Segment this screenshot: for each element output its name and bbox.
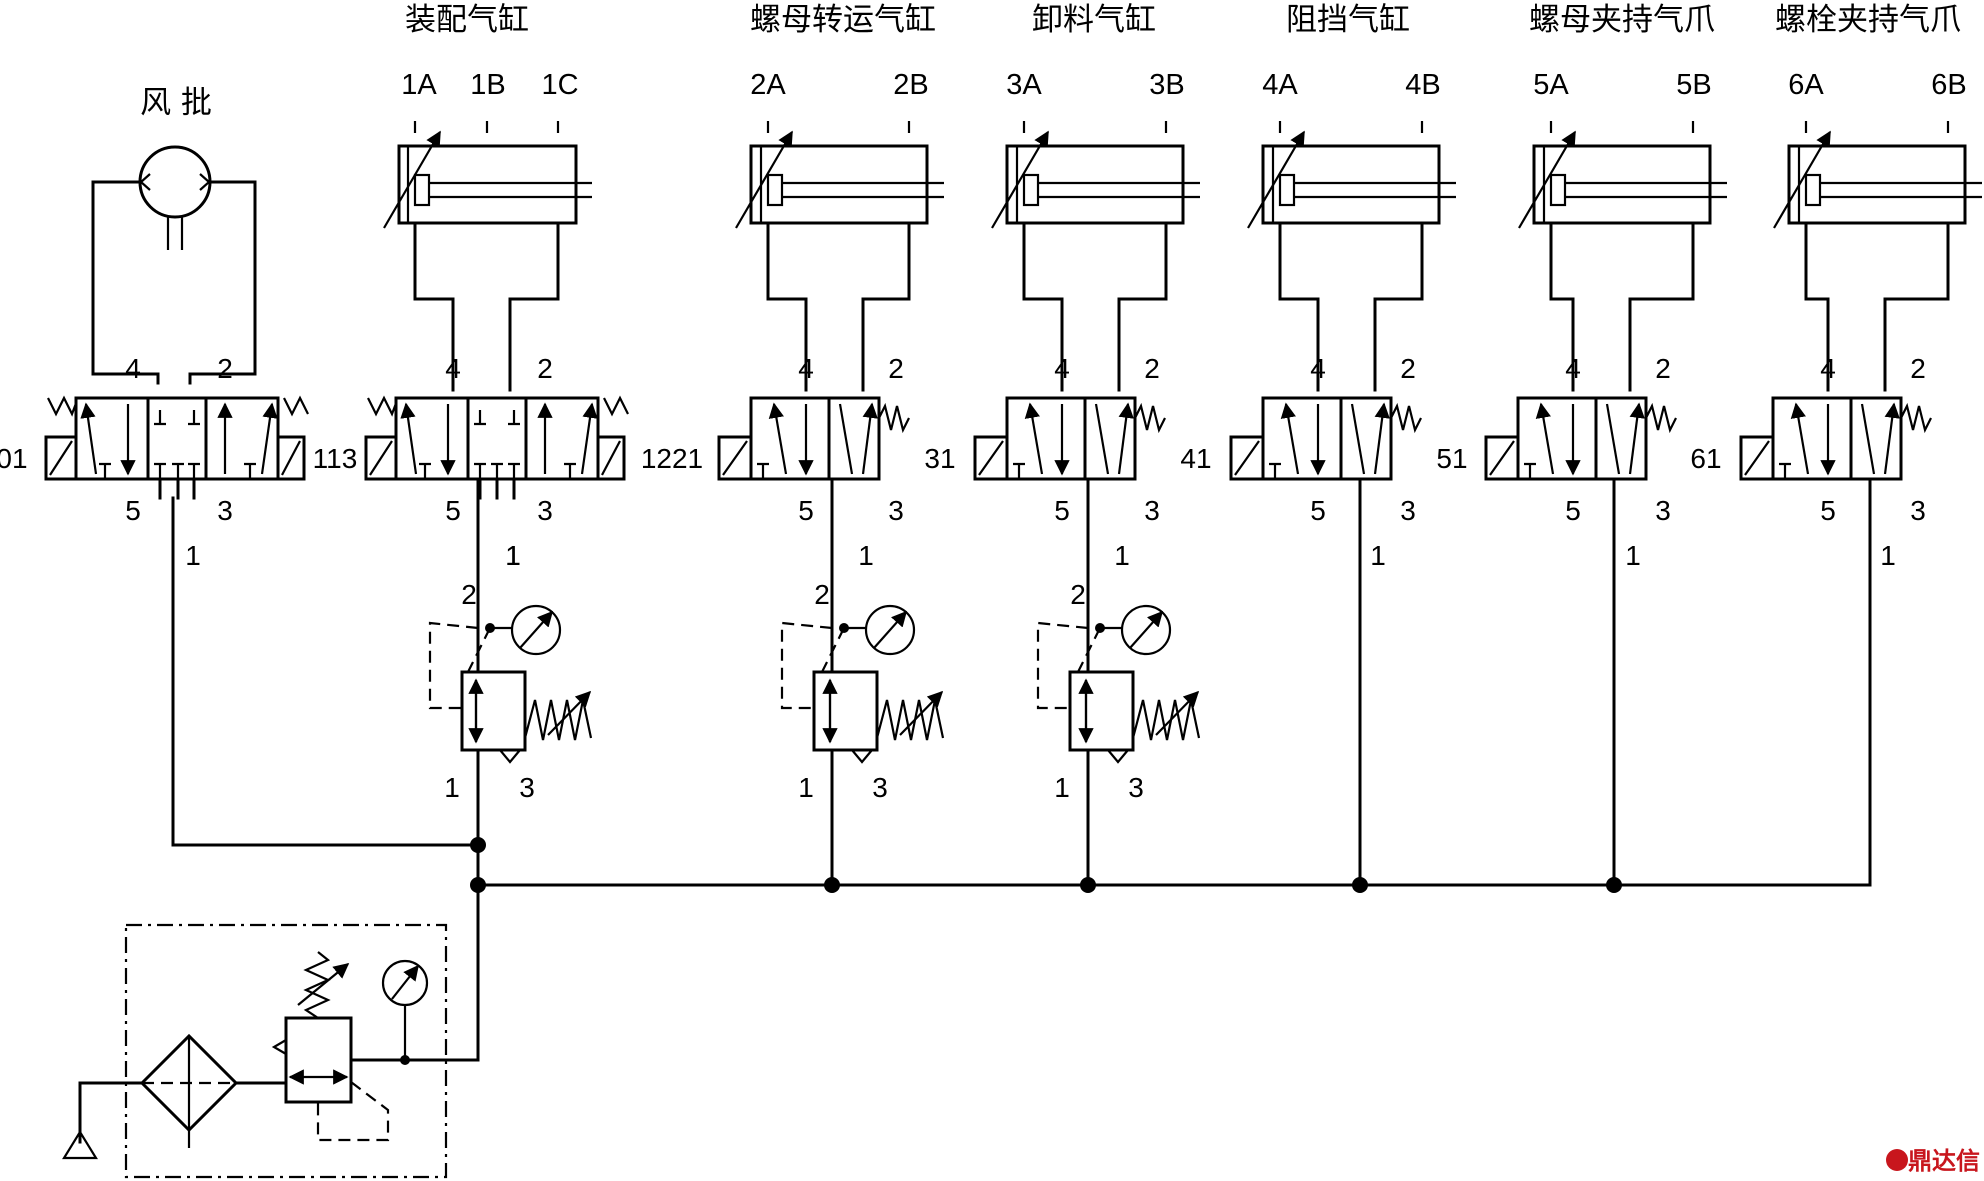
- valve-id: 01: [0, 443, 28, 474]
- regulator-port-1: 1: [444, 772, 460, 803]
- cylinder-bolt-gripper: 6A 6B: [1773, 69, 1982, 392]
- supply-network: [171, 477, 1872, 1062]
- valve-port-2: 2: [1655, 353, 1671, 384]
- unit-title-stopper: 阻挡气缸: [1286, 2, 1410, 38]
- valve-port-1: 1: [1625, 540, 1641, 571]
- valve-port-1: 1: [1880, 540, 1896, 571]
- valve-port-4: 4: [1310, 353, 1326, 384]
- valve-port-4: 4: [1820, 353, 1836, 384]
- valve-port-1: 1: [1114, 540, 1130, 571]
- valve-id: 113: [313, 443, 358, 474]
- valve-port-4: 4: [798, 353, 814, 384]
- valve-port-5: 5: [125, 495, 141, 526]
- regulator-supply-label: 1: [505, 540, 521, 571]
- screwdriver-motor: 风 批: [91, 85, 257, 385]
- cylinder-port-3B: 3B: [1149, 69, 1184, 101]
- cylinder-assembly: 1A 1B 1C: [383, 69, 592, 392]
- valve-113: 113 4 2 5 3 1: [313, 353, 629, 571]
- valve-port-3: 3: [537, 495, 553, 526]
- valve-id: 41: [1180, 443, 1211, 474]
- valve-port-3: 3: [1144, 495, 1160, 526]
- valve-port-5: 5: [1820, 495, 1836, 526]
- valve-id: 61: [1690, 443, 1721, 474]
- valve-31: 31 4 2 5 3 1: [924, 353, 1166, 571]
- valve-port-5: 5: [1054, 495, 1070, 526]
- valve-port-1: 1: [858, 540, 874, 571]
- valve-port-2: 2: [1144, 353, 1160, 384]
- unit-title-assembly: 装配气缸: [405, 2, 529, 38]
- valve-port-2: 2: [537, 353, 553, 384]
- cylinder-port-6B: 6B: [1931, 69, 1966, 101]
- valve-port-3: 3: [888, 495, 904, 526]
- cylinder-unload: 3A 3B: [991, 69, 1200, 392]
- valve-id: 51: [1436, 443, 1467, 474]
- cylinder-stopper: 4A 4B: [1247, 69, 1456, 392]
- valve-51: 51 4 2 5 3 1: [1436, 353, 1677, 571]
- regulator-unload: 2 1 3: [1036, 477, 1201, 887]
- valve-port-3: 3: [1910, 495, 1926, 526]
- cylinder-port-2B: 2B: [893, 69, 928, 101]
- valve-01: 01 4 2 5 3 1: [0, 353, 309, 571]
- cylinder-port-5A: 5A: [1533, 69, 1569, 101]
- cylinder-port-2A: 2A: [750, 69, 786, 101]
- cylinder-nut-gripper: 5A 5B: [1518, 69, 1727, 392]
- regulator-port-2: 2: [814, 579, 830, 610]
- cylinder-port-4A: 4A: [1262, 69, 1298, 101]
- regulator-port-2: 2: [1070, 579, 1086, 610]
- cylinder-port-1B: 1B: [470, 69, 505, 101]
- regulator-assembly: 2 1 3 1: [428, 477, 593, 847]
- valve-port-2: 2: [1910, 353, 1926, 384]
- regulator-port-2: 2: [461, 579, 477, 610]
- valve-port-3: 3: [217, 495, 233, 526]
- unit-title-unload: 卸料气缸: [1032, 2, 1156, 38]
- unit-title-bolt-gripper: 螺栓夹持气爪: [1775, 2, 1961, 38]
- regulator-port-1: 1: [1054, 772, 1070, 803]
- frl-unit: [62, 923, 448, 1179]
- cylinder-port-5B: 5B: [1676, 69, 1711, 101]
- watermark-logo: 鼎达信: [1886, 1147, 1980, 1175]
- regulator-nut-transfer: 2 1 3: [780, 477, 945, 887]
- valve-1221: 1221 4 2 5 3 1: [641, 353, 910, 571]
- regulator-port-3: 3: [872, 772, 888, 803]
- valve-port-4: 4: [1054, 353, 1070, 384]
- valve-port-3: 3: [1400, 495, 1416, 526]
- valve-port-1: 1: [505, 540, 521, 571]
- valve-61: 61 4 2 5 3 1: [1690, 353, 1932, 571]
- valve-port-5: 5: [798, 495, 814, 526]
- valve-id: 31: [924, 443, 955, 474]
- valve-port-2: 2: [217, 353, 233, 384]
- valve-port-3: 3: [1655, 495, 1671, 526]
- unit-title-nut-gripper: 螺母夹持气爪: [1529, 2, 1715, 38]
- cylinder-port-1A: 1A: [401, 69, 437, 101]
- valve-port-5: 5: [1565, 495, 1581, 526]
- valve-port-1: 1: [1370, 540, 1386, 571]
- screwdriver-label: 风 批: [140, 85, 212, 121]
- valve-port-2: 2: [1400, 353, 1416, 384]
- watermark-text: 鼎达信: [1908, 1147, 1980, 1175]
- unit-title-nut-transfer: 螺母转运气缸: [750, 2, 936, 38]
- valve-id: 1221: [641, 443, 703, 474]
- regulator-port-3: 3: [519, 772, 535, 803]
- regulator-port-1: 1: [798, 772, 814, 803]
- valve-port-2: 2: [888, 353, 904, 384]
- valve-port-4: 4: [125, 353, 141, 384]
- valve-port-1: 1: [185, 540, 201, 571]
- valve-port-4: 4: [1565, 353, 1581, 384]
- valve-port-4: 4: [445, 353, 461, 384]
- cylinder-port-3A: 3A: [1006, 69, 1042, 101]
- cylinder-port-6A: 6A: [1788, 69, 1824, 101]
- valve-port-5: 5: [445, 495, 461, 526]
- cylinder-port-1C: 1C: [541, 69, 578, 101]
- regulator-port-3: 3: [1128, 772, 1144, 803]
- valve-port-5: 5: [1310, 495, 1326, 526]
- valve-41: 41 4 2 5 3 1: [1180, 353, 1422, 571]
- cylinder-nut-transfer: 2A 2B: [735, 69, 944, 392]
- cylinder-port-4B: 4B: [1405, 69, 1440, 101]
